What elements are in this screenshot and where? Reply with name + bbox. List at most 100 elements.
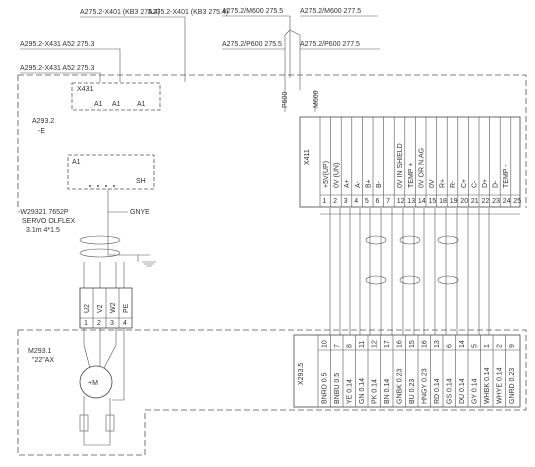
ref-label-6: A275.2/P600 277.5 (300, 41, 360, 48)
ref-label-4: A275.2/M600 277.5 (300, 8, 361, 15)
ref-label-7: A295.2-X431 A52 275.3 (20, 41, 94, 48)
lower-pin-number: 2 (497, 344, 504, 348)
upper-pin-number: 24 (503, 198, 511, 205)
lower-wire-label: YE 0.14 (347, 379, 354, 404)
m600-label: M600 (313, 90, 320, 108)
motor-terminal-number: 3 (110, 320, 114, 327)
lower-pin-number: 12 (372, 340, 379, 348)
encoder-loop (83, 396, 111, 446)
ref-label-1: A275.2-X401 (KB3 275.4) (80, 9, 160, 16)
lower-pin-number: 5 (472, 344, 479, 348)
upper-pin-number: 20 (460, 198, 468, 205)
lower-pin-number: 15 (409, 340, 416, 348)
motor-terminal-label: V2 (97, 304, 104, 313)
upper-signal-label: TEMP - (503, 164, 510, 188)
signal-wires-1 (329, 208, 382, 345)
ground-wire (107, 212, 156, 263)
lower-pin-number: 9 (509, 344, 516, 348)
lower-pin-number: 17 (384, 340, 391, 348)
pair-6 (437, 275, 459, 285)
ref-label-2: A275.2-X401 (KB3 275.4) (148, 9, 228, 16)
upper-pin-number: 12 (397, 198, 405, 205)
upper-pin-number: 7 (386, 198, 390, 205)
lower-pin-number: 16 (397, 340, 404, 348)
x431-pin-3: A1 (137, 101, 146, 108)
motor-terminal-number: 1 (84, 320, 88, 327)
motor-name: M293.1 (28, 348, 51, 355)
upper-pin-number: 14 (418, 198, 426, 205)
upper-pin-number: 6 (376, 198, 380, 205)
lower-wire-label: GS 0.14 (447, 378, 454, 404)
cable-name: -W29321 7652P (18, 209, 69, 216)
x293-terminal-block (293, 334, 521, 408)
ref-line-5 (284, 29, 301, 90)
x431-label: X431 (77, 86, 93, 93)
lower-wire-label: BU 0.23 (409, 379, 416, 404)
signal-wires-2 (391, 208, 447, 345)
lower-pin-number: 8 (347, 344, 354, 348)
module-sub: -E (38, 128, 45, 135)
motor-terminal-number: 4 (123, 320, 127, 327)
upper-signal-label: 0V (429, 179, 436, 188)
motor-terminal-label: W2 (110, 302, 117, 313)
upper-pin-number: 1 (323, 198, 327, 205)
lower-wire-label: WHYE 0.14 (497, 367, 504, 404)
a1-label: A1 (72, 159, 81, 166)
lower-wire-label: GN 0.14 (359, 378, 366, 404)
motor-symbol (79, 365, 113, 399)
gnye-label: GNYE (130, 209, 150, 216)
upper-signal-label: 0V OR N.AG (418, 148, 425, 188)
ground-symbol (144, 263, 154, 267)
lower-pin-number: 14 (459, 340, 466, 348)
upper-signal-label: +5V(UP) (323, 161, 330, 188)
upper-pin-number: 15 (429, 198, 437, 205)
x431-connector-box (71, 82, 161, 111)
lower-pin-number: 6 (447, 344, 454, 348)
upper-signal-label: R- (450, 180, 457, 188)
cable-size: 3.1m 4*1.5 (26, 227, 60, 234)
motor-leads (83, 344, 125, 401)
shield-wire (107, 189, 128, 213)
pair-2 (399, 235, 421, 245)
x431-pin-1: A1 (94, 101, 103, 108)
upper-signal-label: R+ (440, 179, 447, 188)
ref-label-3: A275.2/M600 275.5 (222, 8, 283, 15)
upper-pin-number: 23 (492, 198, 500, 205)
upper-signal-label: A+ (344, 179, 351, 188)
lower-pin-number: 16 (422, 340, 429, 348)
lower-wire-label: GNBK 0.23 (397, 368, 404, 404)
ref-label-8: A295.2-X431 A52 275.3 (20, 65, 94, 72)
lower-pin-number: 1 (484, 344, 491, 348)
signal-wires-3 (456, 208, 490, 345)
lower-pin-number: 13 (434, 340, 441, 348)
upper-signal-label: A- (355, 180, 362, 188)
upper-enclosure (17, 74, 527, 208)
ref-line-1 (80, 16, 186, 82)
upper-pin-number: 3 (344, 198, 348, 205)
lower-wire-label: DU 0.14 (459, 378, 466, 404)
upper-signal-label: 0V (UN) (334, 163, 341, 188)
upper-signal-label: D- (493, 180, 500, 188)
ref-line-8 (20, 72, 101, 82)
upper-signal-label: TEMP + (408, 163, 415, 188)
upper-signal-label: B- (376, 180, 383, 188)
a1-box (67, 154, 155, 190)
lower-wire-label: HNGY 0.23 (422, 368, 429, 404)
pair-1 (365, 235, 387, 245)
module-name: A293.2 (32, 118, 54, 125)
lower-enclosure (17, 329, 527, 456)
upper-pin-number: 25 (513, 198, 521, 205)
upper-pin-number: 5 (365, 198, 369, 205)
resistor-2 (105, 414, 115, 432)
pair-4 (365, 275, 387, 285)
lower-pin-number: 11 (359, 341, 366, 348)
lower-pin-number: 7 (334, 344, 341, 348)
ref-line-7 (20, 48, 121, 82)
p600-label: P600 (282, 92, 289, 108)
lower-wire-label: BNBU 0.5 (334, 373, 341, 404)
upper-signal-label: D+ (482, 179, 489, 188)
motor-symbol-label: +M (88, 380, 98, 387)
lower-wire-label: BNRD 0.5 (322, 372, 329, 404)
